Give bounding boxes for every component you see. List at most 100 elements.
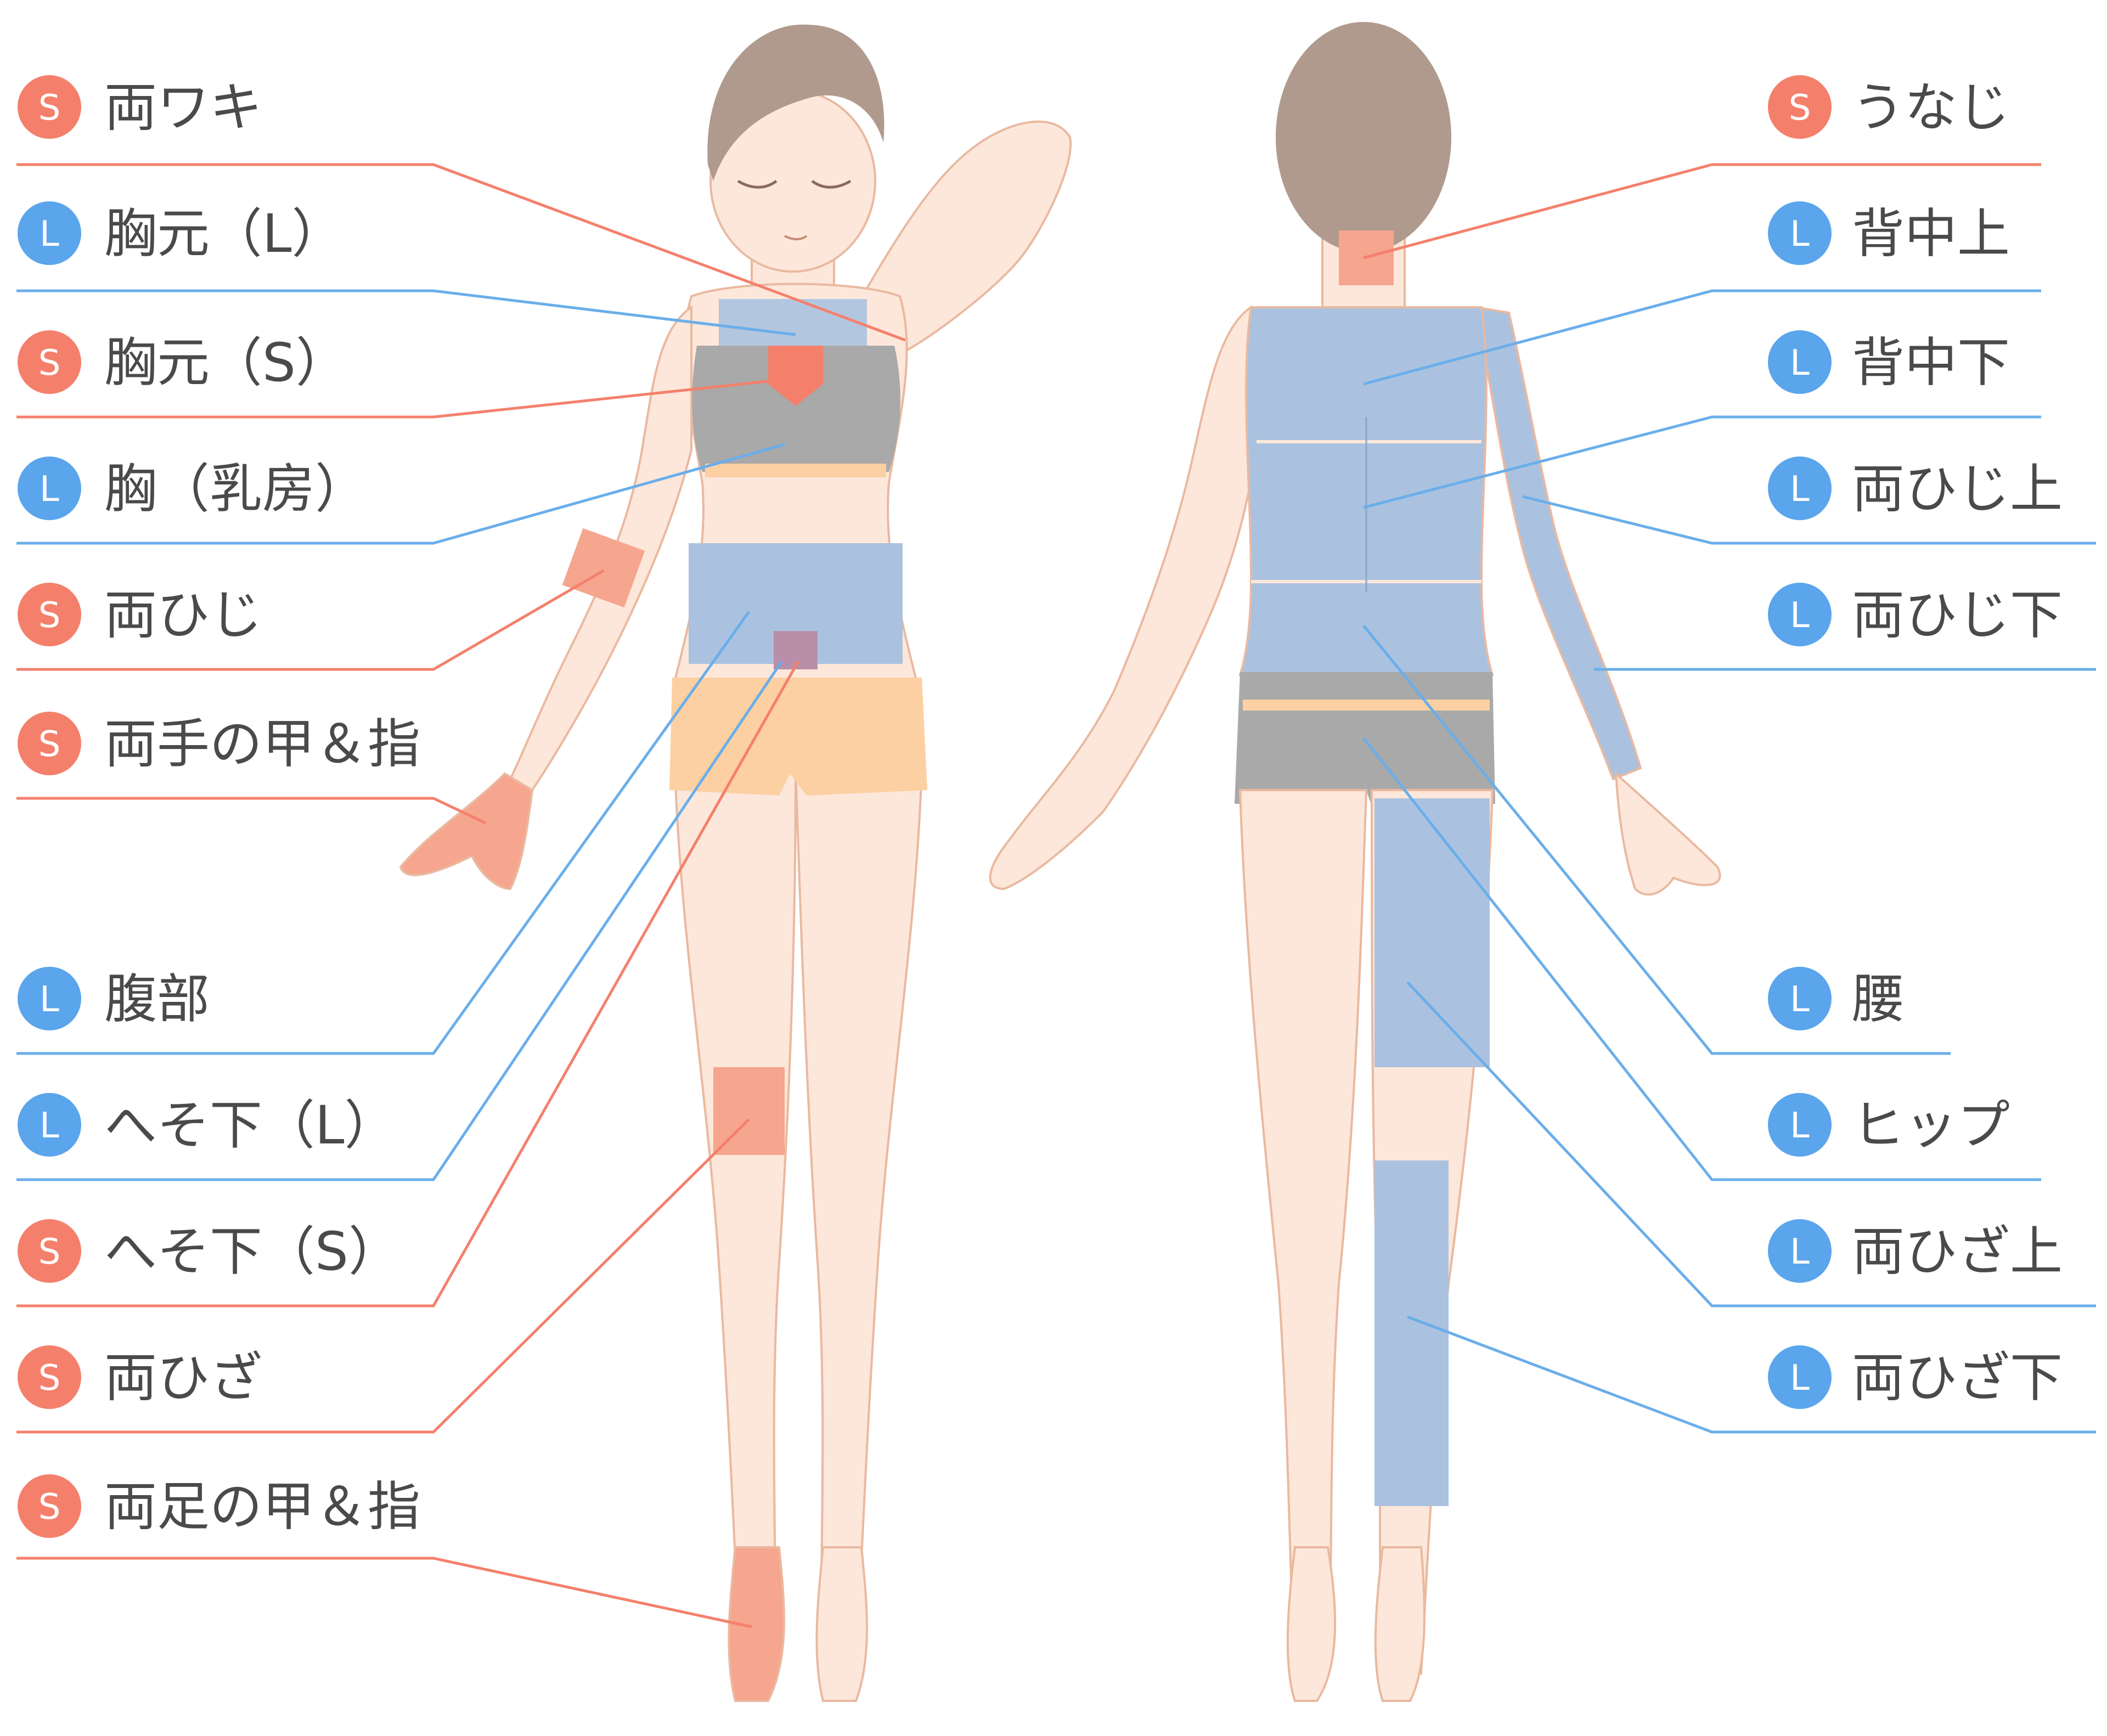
size-badge-s (18, 712, 81, 775)
front-mouth (784, 235, 808, 240)
size-badge-l (1768, 1219, 1832, 1283)
leader-senaka-ue (1363, 289, 2041, 386)
area-name: 両ひざ上 (1852, 1221, 2063, 1282)
size-badge-label: L (1790, 214, 1810, 255)
back-waist-band (1243, 700, 1490, 711)
size-badge-s (18, 1474, 81, 1538)
size-badge-label: L (1790, 1358, 1810, 1399)
leader-hesoshita-l (16, 660, 784, 1181)
leader-te (16, 797, 487, 825)
front-bra-band (705, 464, 886, 477)
size-badge-l (1768, 967, 1832, 1030)
leader-hiji (16, 569, 605, 671)
label-unaji: S うなじ (1768, 75, 2010, 139)
back-right-arm (1474, 306, 1642, 781)
back-right-hand (1614, 771, 1721, 896)
front-shorts (669, 678, 927, 796)
size-badge-label: L (40, 214, 59, 255)
label-munamoto-l: L 胸元（L） (18, 201, 344, 265)
size-badge-label: S (1789, 88, 1811, 128)
leader-koshi (1362, 624, 1951, 1055)
front-right-leg (794, 767, 923, 1675)
size-badge-l (1768, 330, 1832, 394)
area-name: 胸元（L） (104, 203, 344, 264)
size-badge-s (18, 75, 81, 139)
back-right-foot (1374, 1546, 1426, 1702)
size-badge-s (18, 1345, 81, 1409)
leader-senaka-shita (1363, 415, 2041, 509)
leader-mune (16, 443, 785, 545)
leader-ashi (16, 1557, 752, 1628)
size-badge-s (18, 1219, 81, 1283)
leader-waki (16, 163, 906, 342)
back-head (1276, 22, 1451, 252)
size-badge-label: S (38, 595, 61, 636)
front-figure (399, 24, 1072, 1702)
area-name: 両ひじ (104, 584, 262, 646)
size-badge-l (1768, 583, 1832, 646)
size-badge-label: S (38, 88, 61, 128)
size-badge-l (1768, 1345, 1832, 1409)
area-name: 両手の甲＆指 (104, 713, 420, 775)
leader-hiza-shita (1407, 1315, 2096, 1434)
size-badge-l (1768, 1093, 1832, 1157)
leader-hiza (16, 1118, 750, 1434)
area-name: 腰 (1852, 968, 1905, 1030)
front-hanging-arm (509, 305, 692, 792)
size-badge-s (1768, 75, 1832, 139)
label-senaka-ue: L 背中上 (1768, 201, 2010, 265)
leader-hesoshita-s (16, 660, 800, 1307)
size-badge-label: L (1790, 595, 1810, 636)
size-badge-label: S (38, 1232, 61, 1272)
size-badge-l (1768, 456, 1832, 520)
label-hiji: S 両ひじ (18, 583, 262, 646)
size-badge-label: S (38, 343, 61, 384)
left-leader-lines (16, 163, 906, 1628)
leader-hippu (1362, 737, 2041, 1181)
label-hiza-shita: L 両ひざ下 (1768, 1345, 2063, 1409)
size-badge-label: L (40, 469, 59, 510)
front-left-foot (728, 1546, 785, 1702)
front-right-foot (815, 1546, 868, 1702)
area-name: へそ下（S） (104, 1221, 401, 1282)
leader-munamoto-s (16, 377, 793, 419)
size-badge-label: L (1790, 1106, 1810, 1146)
leader-hiza-ue (1406, 981, 2096, 1307)
area-name: 両ひじ上 (1852, 458, 2063, 520)
right-leader-lines (1362, 163, 2096, 1434)
area-name: うなじ (1852, 77, 2010, 138)
size-badge-label: S (38, 724, 61, 765)
back-figure (989, 22, 1721, 1702)
back-thigh-zone (1374, 798, 1490, 1067)
front-decollete-zone (768, 346, 823, 406)
size-badge-s (18, 330, 81, 394)
leader-fukubu (16, 611, 751, 1055)
area-name: 両ひじ下 (1852, 584, 2063, 646)
front-raised-arm (854, 120, 1072, 353)
area-name: 両ひざ (104, 1347, 262, 1408)
size-badge-label: L (1790, 979, 1810, 1020)
area-name: 両ひざ下 (1852, 1347, 2063, 1408)
area-name: 背中上 (1852, 203, 2010, 264)
back-left-foot (1286, 1546, 1337, 1702)
size-badge-l (1768, 201, 1832, 265)
back-left-arm (989, 305, 1264, 890)
area-name: へそ下（L） (104, 1095, 397, 1156)
size-badge-s (18, 583, 81, 646)
front-bra (692, 346, 900, 472)
leader-unaji (1363, 163, 2041, 260)
